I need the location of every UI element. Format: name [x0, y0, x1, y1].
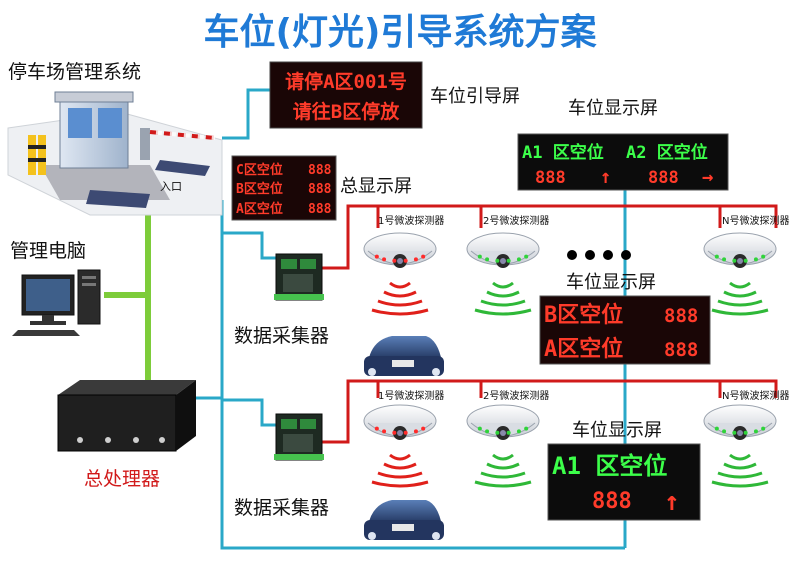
- cable-processor-lower: [220, 398, 625, 550]
- collector-label-upper: 数据采集器: [234, 325, 329, 347]
- detector-label-n-lower: N号微波探测器: [722, 389, 789, 402]
- detector-label-2-lower: 2号微波探测器: [483, 389, 549, 402]
- mgmt-pc: [12, 269, 101, 336]
- display-top-right-zone: A2 区空位: [626, 142, 708, 163]
- total-row-count: 888: [308, 182, 332, 197]
- display-top-left-arrow: ↑: [600, 166, 611, 188]
- car-lower: [364, 500, 444, 540]
- detector-label-2-upper: 2号微波探测器: [483, 214, 549, 227]
- total-row-zone: B区空位: [236, 181, 283, 197]
- display-mid-row1-zone: B区空位: [544, 302, 623, 328]
- parking-mgmt-label: 停车场管理系统: [8, 61, 141, 83]
- cable-detectors-upper: [322, 204, 778, 270]
- cable-detectors-lower: [322, 379, 778, 444]
- guide-screen: 请停A区001号 请往B区停放: [269, 61, 423, 129]
- space-display-label-top: 车位显示屏: [568, 98, 658, 119]
- total-display-label: 总显示屏: [340, 176, 412, 197]
- detector-1-lower: [363, 404, 437, 488]
- processor-label: 总处理器: [84, 468, 160, 490]
- detector-n-lower: [703, 404, 777, 488]
- detector-label-1-upper: 1号微波探测器: [378, 214, 444, 227]
- detector-1-upper: [363, 232, 437, 316]
- cable-collector-upper: [222, 231, 278, 260]
- display-top-right-count: 888: [648, 168, 679, 188]
- display-bottom-arrow: ↑: [664, 487, 680, 517]
- space-display-top: A1 区空位 A2 区空位 888 ↑ 888 →: [517, 133, 729, 191]
- space-display-mid: B区空位 888 A区空位 888: [539, 295, 711, 365]
- parking-booth-illustration: 入口: [7, 91, 223, 216]
- data-collector-upper: [274, 253, 324, 301]
- display-top-left-count: 888: [535, 168, 566, 188]
- guide-screen-label: 车位引导屏: [430, 86, 520, 107]
- detector-label-n-upper: N号微波探测器: [722, 214, 789, 227]
- display-top-left-zone: A1 区空位: [522, 142, 604, 163]
- central-processor: [57, 380, 196, 452]
- total-row-count: 888: [308, 163, 332, 178]
- space-display-label-bottom: 车位显示屏: [572, 420, 662, 441]
- cable-processor-trunk: [196, 231, 232, 400]
- guide-screen-line2: 请往B区停放: [293, 100, 400, 123]
- collector-label-lower: 数据采集器: [234, 497, 329, 519]
- display-mid-row2-zone: A区空位: [544, 336, 623, 362]
- space-display-label-mid: 车位显示屏: [566, 272, 656, 293]
- space-display-bottom: A1 区空位 888 ↑: [547, 443, 701, 521]
- detector-layer: [363, 232, 777, 488]
- diagram-title: 车位(灯光)引导系统方案: [204, 12, 598, 53]
- display-top-right-arrow: →: [702, 166, 713, 188]
- detector-n-upper: [703, 232, 777, 316]
- data-collector-lower: [274, 413, 324, 461]
- total-row-zone: C区空位: [236, 162, 283, 178]
- guide-screen-line1: 请停A区001号: [285, 70, 407, 93]
- detector-2-lower: [466, 404, 540, 488]
- total-row-count: 888: [308, 202, 332, 217]
- car-upper: [364, 336, 444, 376]
- cable-network: [104, 88, 778, 550]
- display-bottom-zone: A1 区空位: [552, 452, 667, 480]
- ellipsis-dots: [567, 250, 631, 260]
- display-mid-row1-count: 888: [664, 305, 698, 327]
- total-row-zone: A区空位: [236, 201, 283, 217]
- detector-label-1-lower: 1号微波探测器: [378, 389, 444, 402]
- entrance-label: 入口: [160, 180, 182, 193]
- display-bottom-count: 888: [592, 489, 632, 514]
- cable-booth-to-guide: [222, 88, 270, 140]
- mgmt-pc-label: 管理电脑: [10, 240, 86, 262]
- cable-collector-lower: [222, 398, 278, 427]
- detector-2-upper: [466, 232, 540, 316]
- total-display: C区空位 888 B区空位 888 A区空位 888: [231, 155, 337, 221]
- display-mid-row2-count: 888: [664, 339, 698, 361]
